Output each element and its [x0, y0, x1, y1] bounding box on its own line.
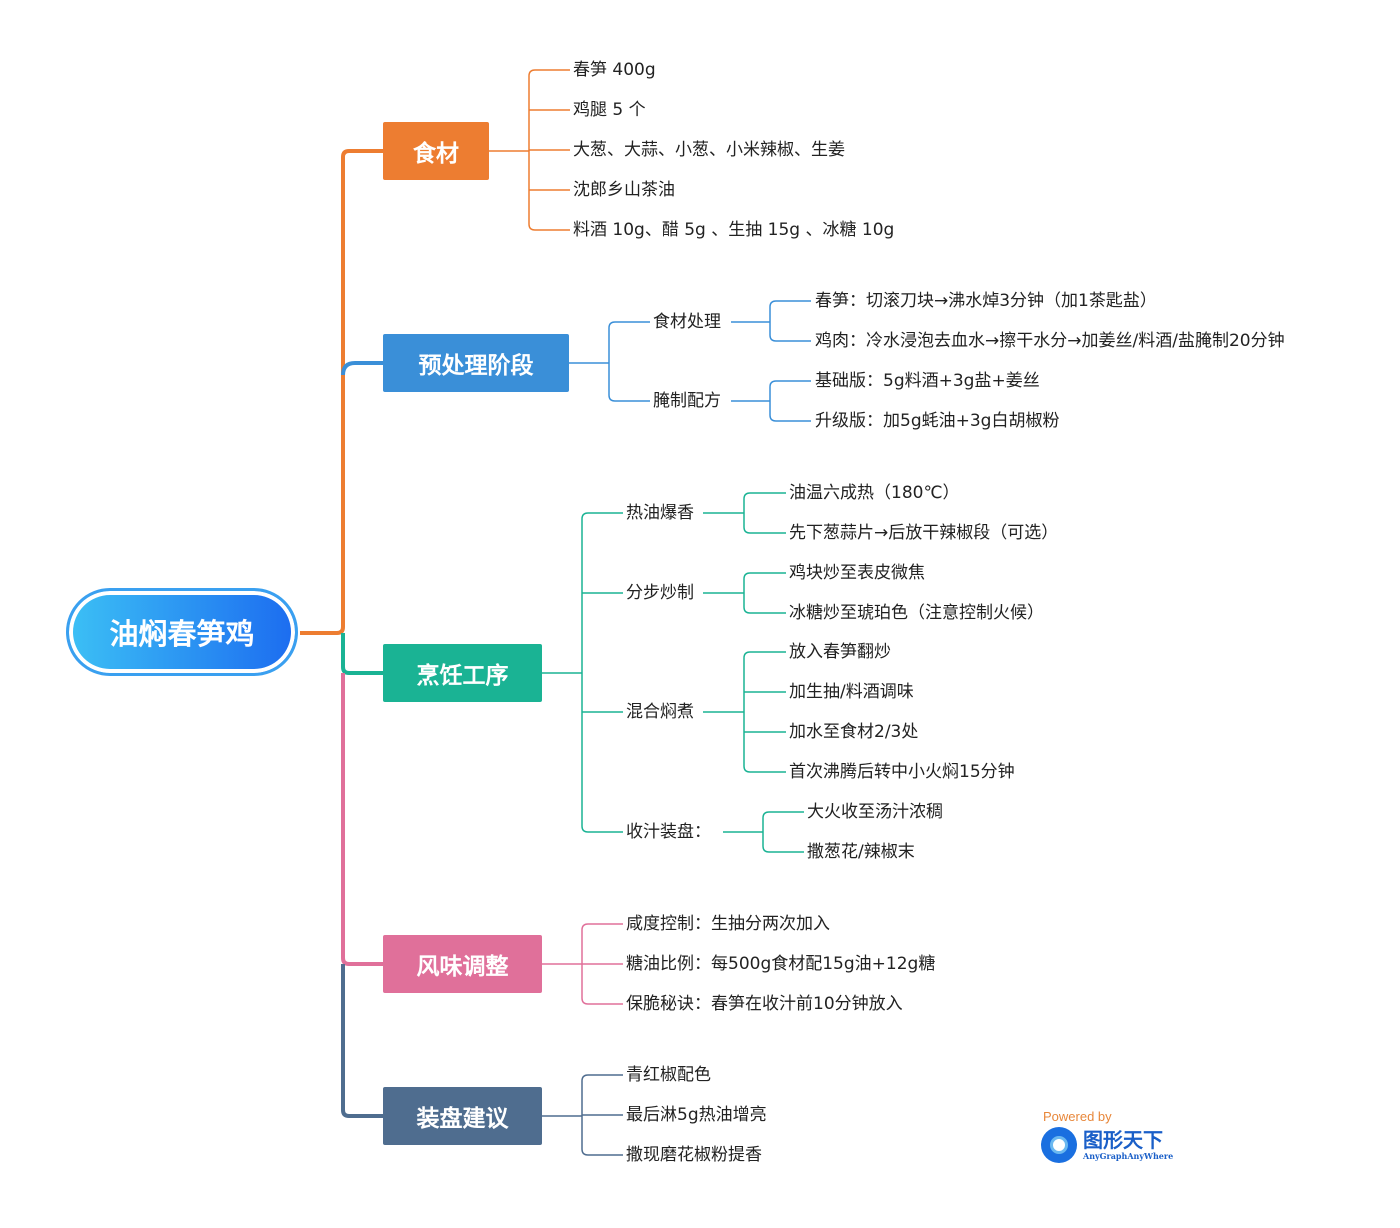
connector [769, 300, 811, 322]
cooking-group-label[interactable]: 热油爆香 [626, 503, 694, 523]
connector [608, 363, 650, 402]
connector [581, 1074, 623, 1116]
cooking-step[interactable]: 加水至食材2/3处 [789, 722, 919, 742]
prep-step[interactable]: 升级版：加5g蚝油+3g白胡椒粉 [815, 411, 1060, 431]
ingredient-item[interactable]: 鸡腿 5 个 [573, 100, 646, 120]
connector [300, 149, 383, 635]
flavor-tip[interactable]: 保脆秘诀：春笋在收汁前10分钟放入 [626, 994, 903, 1014]
plating-tip[interactable]: 青红椒配色 [626, 1065, 711, 1085]
prep-step[interactable]: 鸡肉：冷水浸泡去血水→擦干水分→加姜丝/料酒/盐腌制20分钟 [815, 331, 1285, 351]
branch-flavor[interactable]: 风味调整 [383, 935, 542, 993]
connector [769, 322, 811, 342]
ingredient-item[interactable]: 沈郎乡山茶油 [573, 180, 675, 200]
brand-logo: 图形天下 AnyGraphAnyWhere [1041, 1127, 1173, 1163]
cooking-step[interactable]: 鸡块炒至表皮微焦 [789, 563, 925, 583]
cooking-step[interactable]: 先下葱蒜片→后放干辣椒段（可选） [789, 523, 1059, 543]
root-node[interactable]: 油焖春笋鸡 [66, 588, 298, 676]
cooking-step[interactable]: 加生抽/料酒调味 [789, 682, 914, 702]
prep-group-label[interactable]: 食材处理 [653, 312, 721, 332]
prep-step[interactable]: 基础版：5g料酒+3g盐+姜丝 [815, 371, 1040, 391]
connector [581, 923, 623, 964]
connector [581, 1116, 623, 1156]
cooking-group-label[interactable]: 分步炒制 [626, 583, 694, 603]
connector [341, 964, 383, 1118]
flavor-tip[interactable]: 咸度控制：生抽分两次加入 [626, 914, 830, 934]
branch-cooking[interactable]: 烹饪工序 [383, 644, 542, 702]
cooking-step[interactable]: 冰糖炒至琥珀色（注意控制火候） [789, 603, 1044, 623]
connector [743, 572, 786, 593]
prep-group-label[interactable]: 腌制配方 [653, 391, 721, 411]
connector [743, 593, 786, 614]
connector [581, 964, 623, 1005]
connector [528, 151, 570, 231]
connector [341, 633, 383, 675]
plating-tip[interactable]: 最后淋5g热油增亮 [626, 1105, 767, 1125]
brand-name: 图形天下 [1083, 1128, 1163, 1152]
cooking-step[interactable]: 油温六成热（180℃） [789, 483, 960, 503]
connector [528, 69, 570, 151]
prep-step[interactable]: 春笋：切滚刀块→沸水焯3分钟（加1茶匙盐） [815, 291, 1157, 311]
cooking-step[interactable]: 大火收至汤汁浓稠 [807, 802, 943, 822]
connector [743, 513, 786, 534]
cooking-step[interactable]: 撒葱花/辣椒末 [807, 842, 915, 862]
connector [769, 380, 811, 401]
cooking-step[interactable]: 首次沸腾后转中小火焖15分钟 [789, 762, 1015, 782]
brand-subtitle: AnyGraphAnyWhere [1083, 1151, 1174, 1161]
ingredient-item[interactable]: 春笋 400g [573, 60, 656, 80]
connector [743, 651, 786, 712]
connector [769, 401, 811, 422]
connector [341, 361, 383, 376]
ingredient-item[interactable]: 大葱、大蒜、小葱、小米辣椒、生姜 [573, 140, 845, 160]
connector [762, 811, 804, 832]
flavor-tip[interactable]: 糖油比例：每500g食材配15g油+12g糖 [626, 954, 936, 974]
connector [762, 832, 804, 853]
connector [581, 512, 623, 673]
connector [581, 673, 623, 833]
cooking-group-label[interactable]: 收汁装盘： [626, 822, 711, 842]
ingredient-item[interactable]: 料酒 10g、醋 5g 、生抽 15g 、冰糖 10g [573, 220, 895, 240]
branch-prep[interactable]: 预处理阶段 [383, 334, 569, 392]
cooking-group-label[interactable]: 混合焖煮 [626, 702, 694, 722]
connector [341, 673, 383, 966]
cooking-step[interactable]: 放入春笋翻炒 [789, 642, 891, 662]
plating-tip[interactable]: 撒现磨花椒粉提香 [626, 1145, 762, 1165]
connector [608, 321, 650, 363]
connector [743, 492, 786, 513]
powered-by-label: Powered by [1043, 1109, 1112, 1124]
branch-plating[interactable]: 装盘建议 [383, 1087, 542, 1145]
connector [743, 712, 786, 773]
logo-g-icon [1041, 1127, 1077, 1163]
branch-ingredients[interactable]: 食材 [383, 122, 489, 180]
